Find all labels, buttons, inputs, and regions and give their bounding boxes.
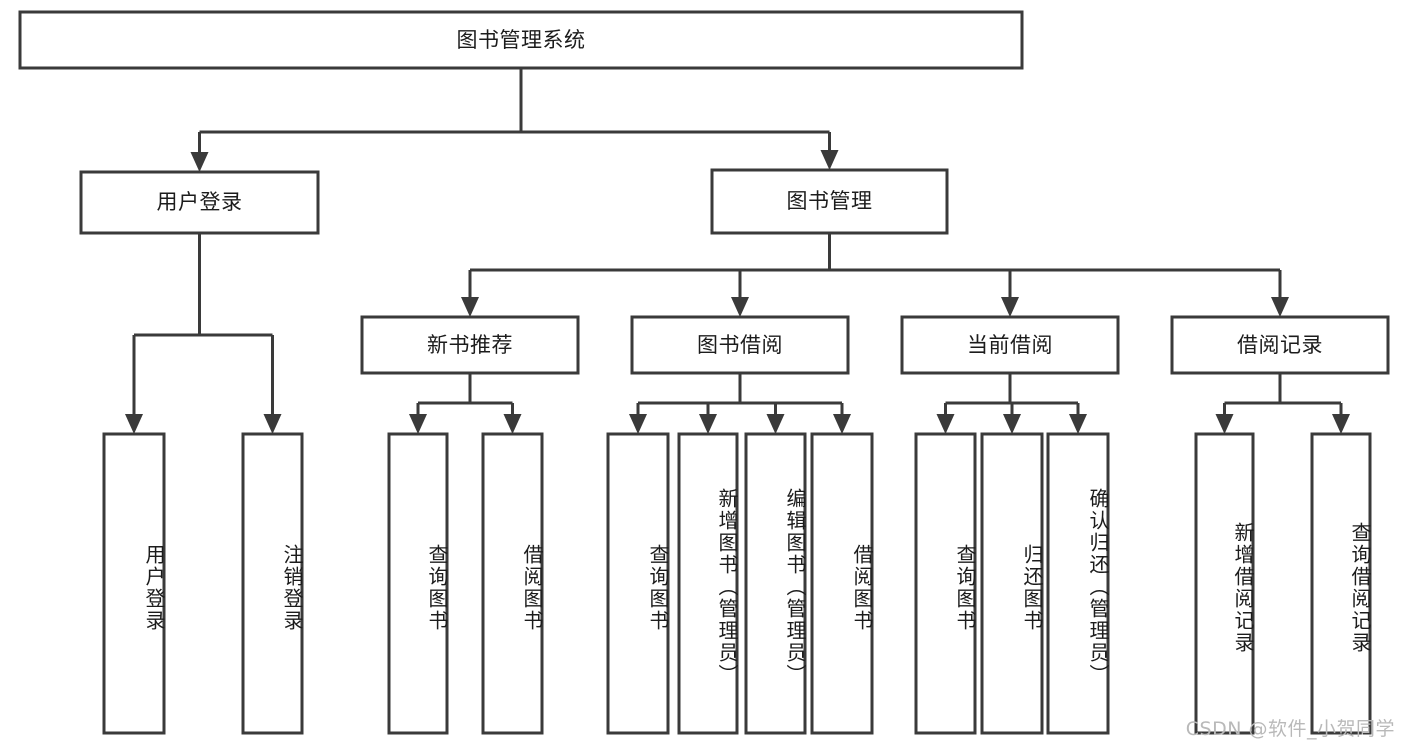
arrow-head-icon xyxy=(820,150,839,170)
arrow-head-icon xyxy=(263,414,282,434)
arrow-head-icon xyxy=(409,414,427,434)
node-box-leaf-query-record[interactable] xyxy=(1310,432,1372,735)
arrow-head-icon xyxy=(125,414,143,434)
node-box-borrow-record[interactable] xyxy=(1170,315,1390,375)
node-box-book-manage[interactable] xyxy=(710,168,949,235)
node-box-layer xyxy=(18,10,1390,735)
arrow-head-icon xyxy=(190,152,209,172)
node-box-root[interactable] xyxy=(18,10,1024,70)
arrow-head-icon xyxy=(1069,414,1087,434)
node-box-leaf-query-book-1[interactable] xyxy=(387,432,449,735)
arrow-head-icon xyxy=(936,414,955,434)
node-box-book-borrow[interactable] xyxy=(630,315,850,375)
node-box-leaf-query-book-2[interactable] xyxy=(606,432,670,735)
arrow-head-icon xyxy=(1001,297,1019,317)
arrow-head-icon xyxy=(766,414,785,434)
node-box-leaf-return-book[interactable] xyxy=(980,432,1044,735)
node-box-new-book-rec[interactable] xyxy=(360,315,580,375)
node-box-current-borrow[interactable] xyxy=(900,315,1120,375)
arrow-head-icon xyxy=(1003,414,1021,434)
arrow-head-icon xyxy=(1271,297,1289,317)
node-box-leaf-query-book-3[interactable] xyxy=(914,432,977,735)
node-box-leaf-confirm-return[interactable] xyxy=(1046,432,1110,735)
connector-layer xyxy=(125,68,1350,434)
node-box-leaf-edit-book[interactable] xyxy=(744,432,807,735)
node-box-leaf-borrow-book-1[interactable] xyxy=(481,432,544,735)
arrow-head-icon xyxy=(699,414,717,434)
node-box-user-login[interactable] xyxy=(79,170,320,235)
arrow-head-icon xyxy=(503,414,522,434)
node-box-leaf-add-book[interactable] xyxy=(677,432,739,735)
arrow-head-icon xyxy=(1215,414,1234,434)
arrow-head-icon xyxy=(1332,414,1350,434)
arrow-head-icon xyxy=(629,414,647,434)
arrow-head-icon xyxy=(731,297,749,317)
node-box-leaf-borrow-book-2[interactable] xyxy=(810,432,874,735)
arrow-head-icon xyxy=(833,414,851,434)
watermark: CSDN @软件_小贺同学 xyxy=(1185,718,1395,740)
node-box-leaf-user-login[interactable] xyxy=(102,432,166,735)
arrow-head-icon xyxy=(461,297,479,317)
node-box-leaf-logout[interactable] xyxy=(241,432,304,735)
node-box-leaf-add-record[interactable] xyxy=(1194,432,1255,735)
